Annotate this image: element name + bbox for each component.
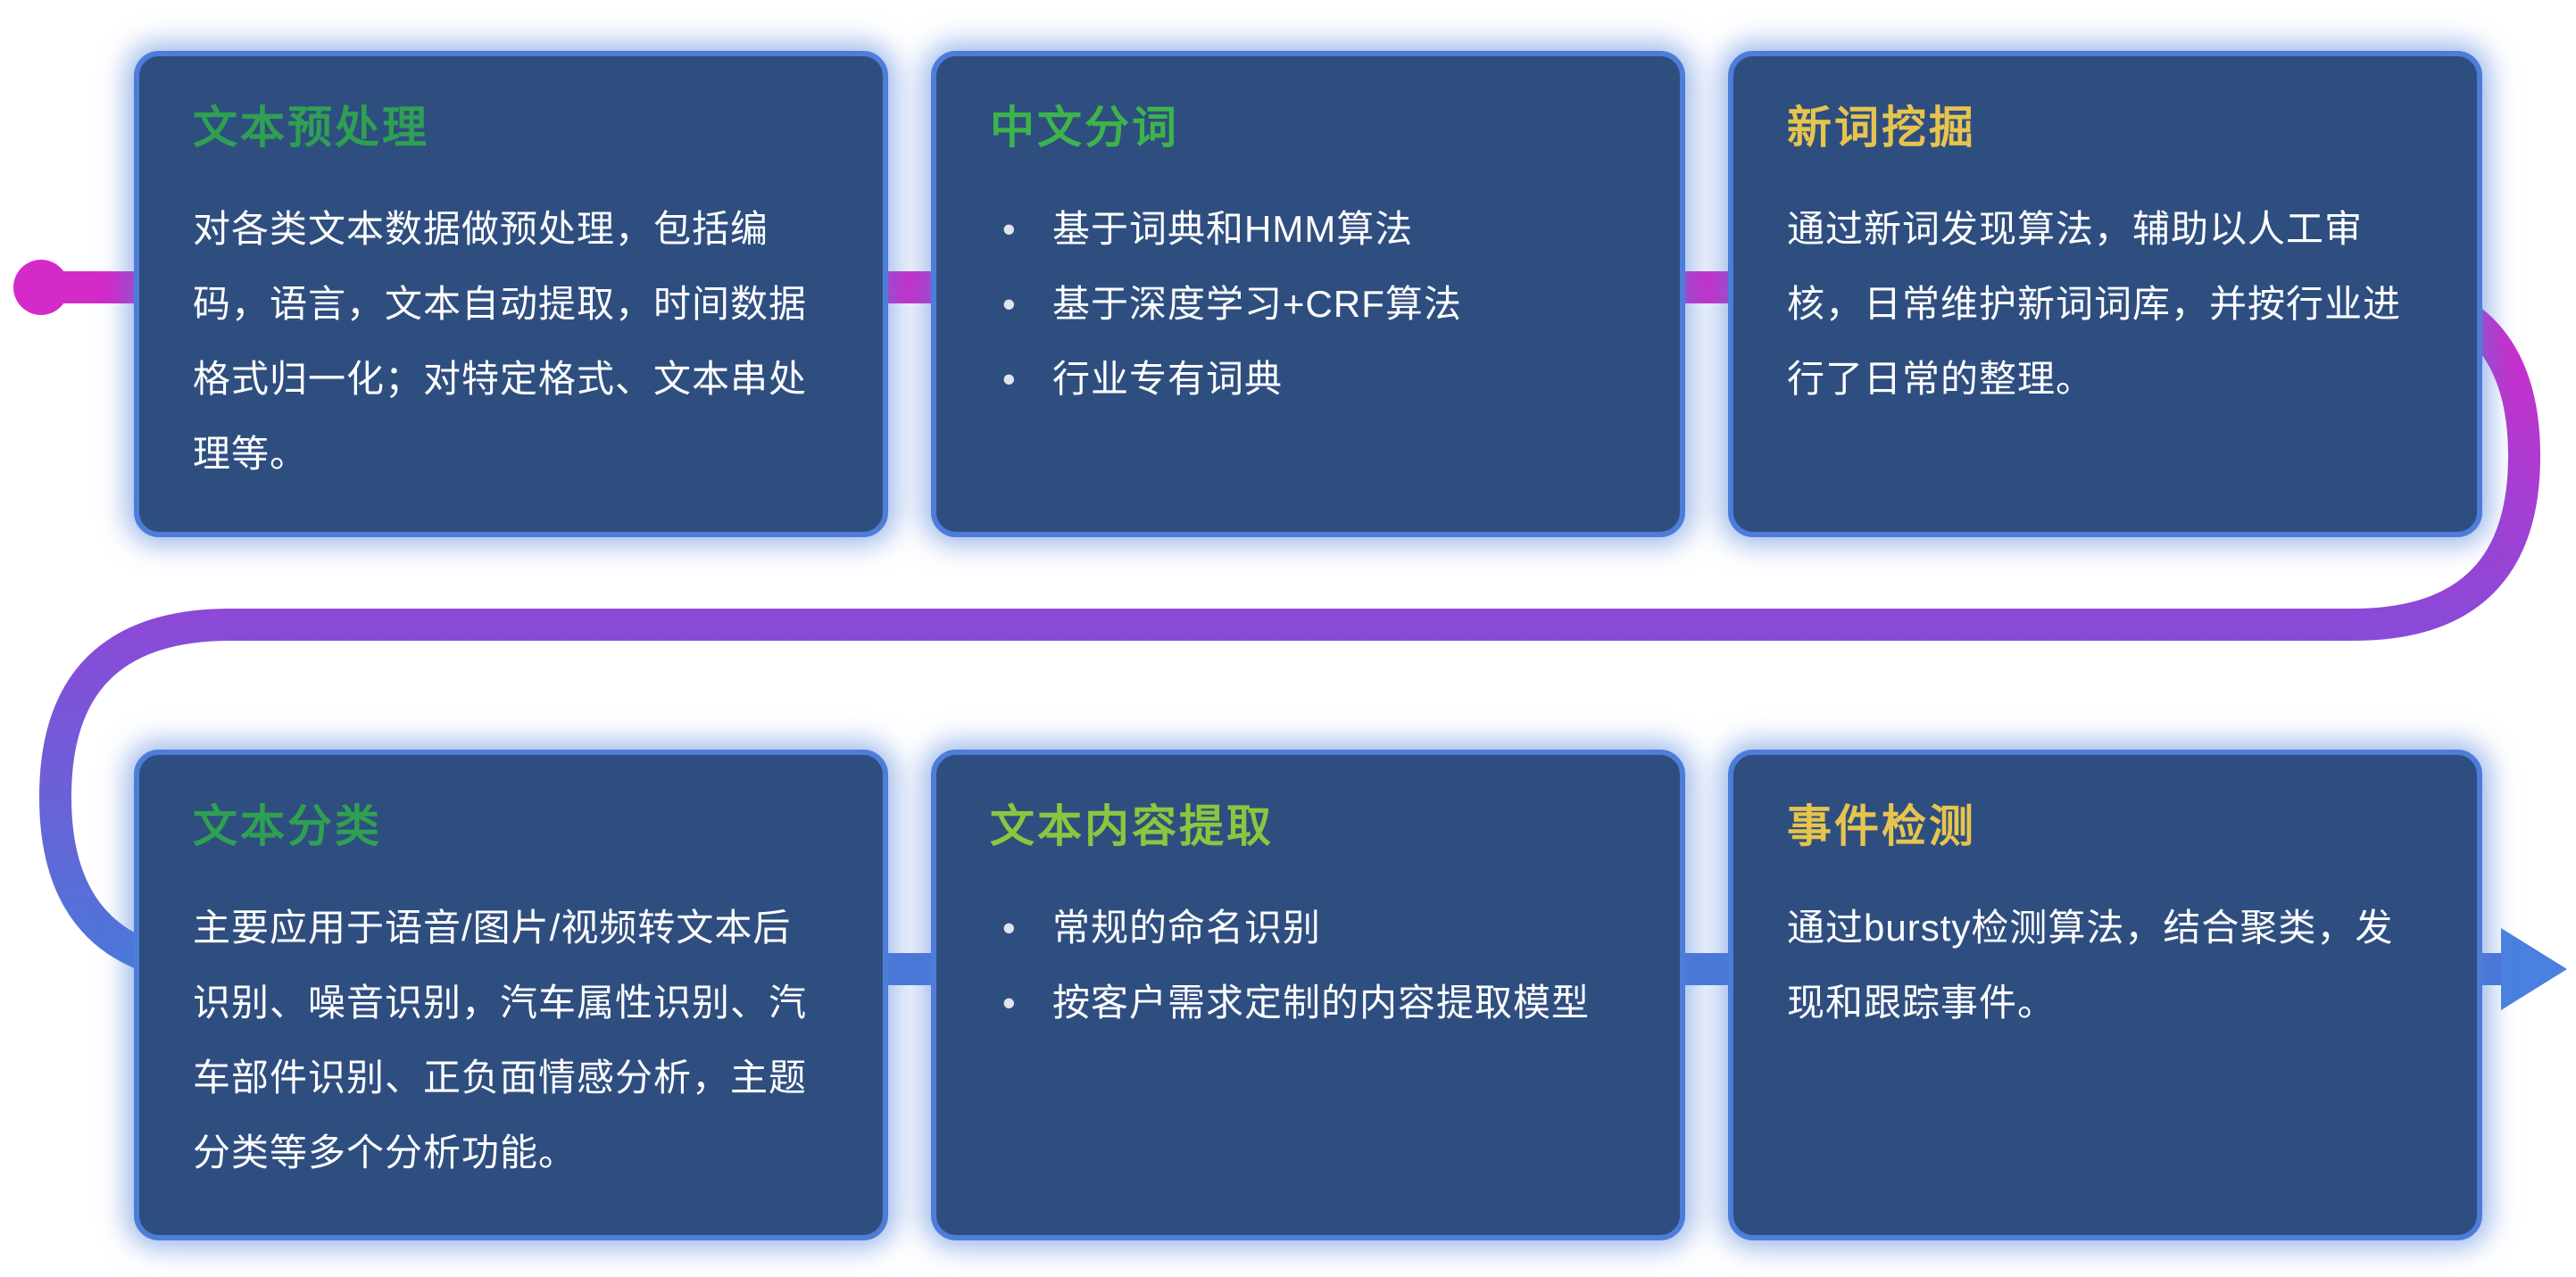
card-bullet-list: 常规的命名识别 按客户需求定制的内容提取模型: [990, 891, 1626, 1041]
bullet-item: 按客户需求定制的内容提取模型: [990, 966, 1626, 1041]
card-title: 中文分词: [990, 103, 1179, 153]
card-text-classification: 文本分类 主要应用于语音/图片/视频转文本后识别、噪音识别，汽车属性识别、汽车部…: [134, 750, 888, 1240]
card-new-word-mining: 新词挖掘 通过新词发现算法，辅助以人工审核，日常维护新词词库，并按行业进行了日常…: [1728, 51, 2482, 537]
bullet-item: 基于词典和HMM算法: [990, 192, 1626, 267]
card-text-preprocessing: 文本预处理 对各类文本数据做预处理，包括编码，语言，文本自动提取，时间数据格式归…: [134, 51, 888, 537]
card-body: 通过bursty检测算法，结合聚类，发现和跟踪事件。: [1787, 907, 2394, 1024]
card-title: 新词挖掘: [1787, 103, 1976, 153]
card-body: 对各类文本数据做预处理，包括编码，语言，文本自动提取，时间数据格式归一化；对特定…: [193, 208, 808, 475]
card-body: 通过新词发现算法，辅助以人工审核，日常维护新词词库，并按行业进行了日常的整理。: [1787, 208, 2402, 400]
flow-path: [38, 271, 2541, 985]
flow-arrow-icon: [2501, 928, 2567, 1010]
card-title: 事件检测: [1787, 801, 1976, 851]
card-title: 文本分类: [193, 801, 382, 851]
bullet-item: 基于深度学习+CRF算法: [990, 267, 1626, 342]
card-bullet-list: 基于词典和HMM算法 基于深度学习+CRF算法 行业专有词典: [990, 192, 1626, 417]
bullet-item: 常规的命名识别: [990, 891, 1626, 966]
card-chinese-word-segmentation: 中文分词 基于词典和HMM算法 基于深度学习+CRF算法 行业专有词典: [931, 51, 1685, 537]
flow-start-dot: [13, 260, 69, 315]
card-title: 文本预处理: [193, 103, 429, 153]
card-title: 文本内容提取: [990, 801, 1274, 851]
bullet-item: 行业专有词典: [990, 342, 1626, 417]
card-event-detection: 事件检测 通过bursty检测算法，结合聚类，发现和跟踪事件。: [1728, 750, 2482, 1240]
card-body: 主要应用于语音/图片/视频转文本后识别、噪音识别，汽车属性识别、汽车部件识别、正…: [193, 907, 808, 1173]
card-text-content-extraction: 文本内容提取 常规的命名识别 按客户需求定制的内容提取模型: [931, 750, 1685, 1240]
